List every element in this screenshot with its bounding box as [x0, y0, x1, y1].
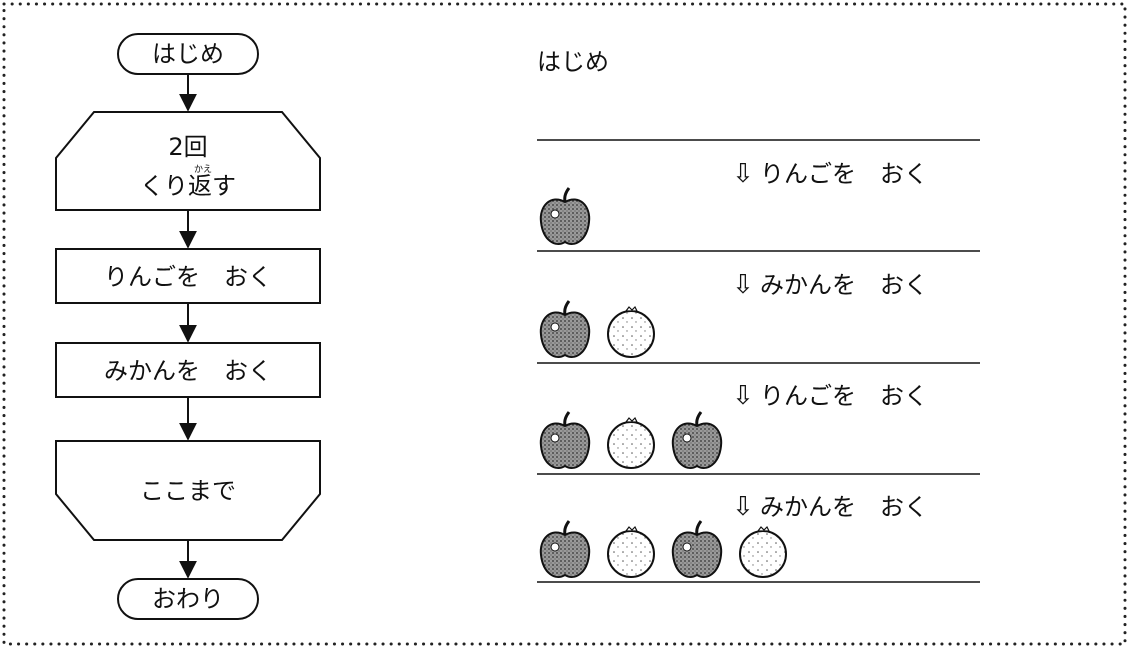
process-label-apple: りんごを おく	[104, 263, 272, 291]
step-label: りんごを おく	[760, 160, 928, 188]
orange-icon	[607, 525, 655, 578]
apple-icon	[539, 411, 591, 469]
down-arrow-icon: ⇩	[732, 381, 754, 411]
end-terminal	[117, 578, 259, 620]
orange-icon	[607, 305, 655, 358]
trace-step: ⇩ みかんを おく	[537, 270, 980, 364]
step-label: みかんを おく	[760, 493, 928, 521]
loop-ruby-label: かえ	[194, 164, 212, 175]
loop-text-label: くり返す	[140, 172, 236, 200]
orange-icon	[607, 416, 655, 469]
loop-end-shape	[55, 440, 321, 541]
step-label: みかんを おく	[760, 271, 928, 299]
end-label: おわり	[152, 585, 224, 613]
loop-start-shape	[55, 111, 321, 211]
start-label: はじめ	[152, 40, 224, 68]
step-label: りんごを おく	[760, 382, 928, 410]
apple-icon	[539, 187, 591, 245]
down-arrow-icon: ⇩	[732, 270, 754, 300]
execution-trace: はじめ ⇩ りんごを おく ⇩ みかんを おく ⇩ りんごを おく ⇩ みかんを…	[537, 48, 980, 583]
trace-step: ⇩ りんごを おく	[537, 381, 980, 475]
trace-step: ⇩ みかんを おく	[537, 492, 980, 583]
apple-icon	[671, 520, 723, 578]
flowchart: はじめ 2回 かえ くり返す りんごを おく みかんを おく ここまで おわり	[55, 33, 321, 620]
process-label-orange: みかんを おく	[104, 357, 272, 385]
apple-icon	[671, 411, 723, 469]
orange-icon	[739, 525, 787, 578]
down-arrow-icon: ⇩	[732, 492, 754, 522]
loop-count-label: 2回	[168, 133, 207, 161]
loop-end-label: ここまで	[140, 477, 236, 505]
apple-icon	[539, 300, 591, 358]
apple-icon	[539, 520, 591, 578]
down-arrow-icon: ⇩	[732, 159, 754, 189]
trace-step: ⇩ りんごを おく	[537, 159, 980, 252]
trace-title: はじめ	[537, 48, 609, 76]
